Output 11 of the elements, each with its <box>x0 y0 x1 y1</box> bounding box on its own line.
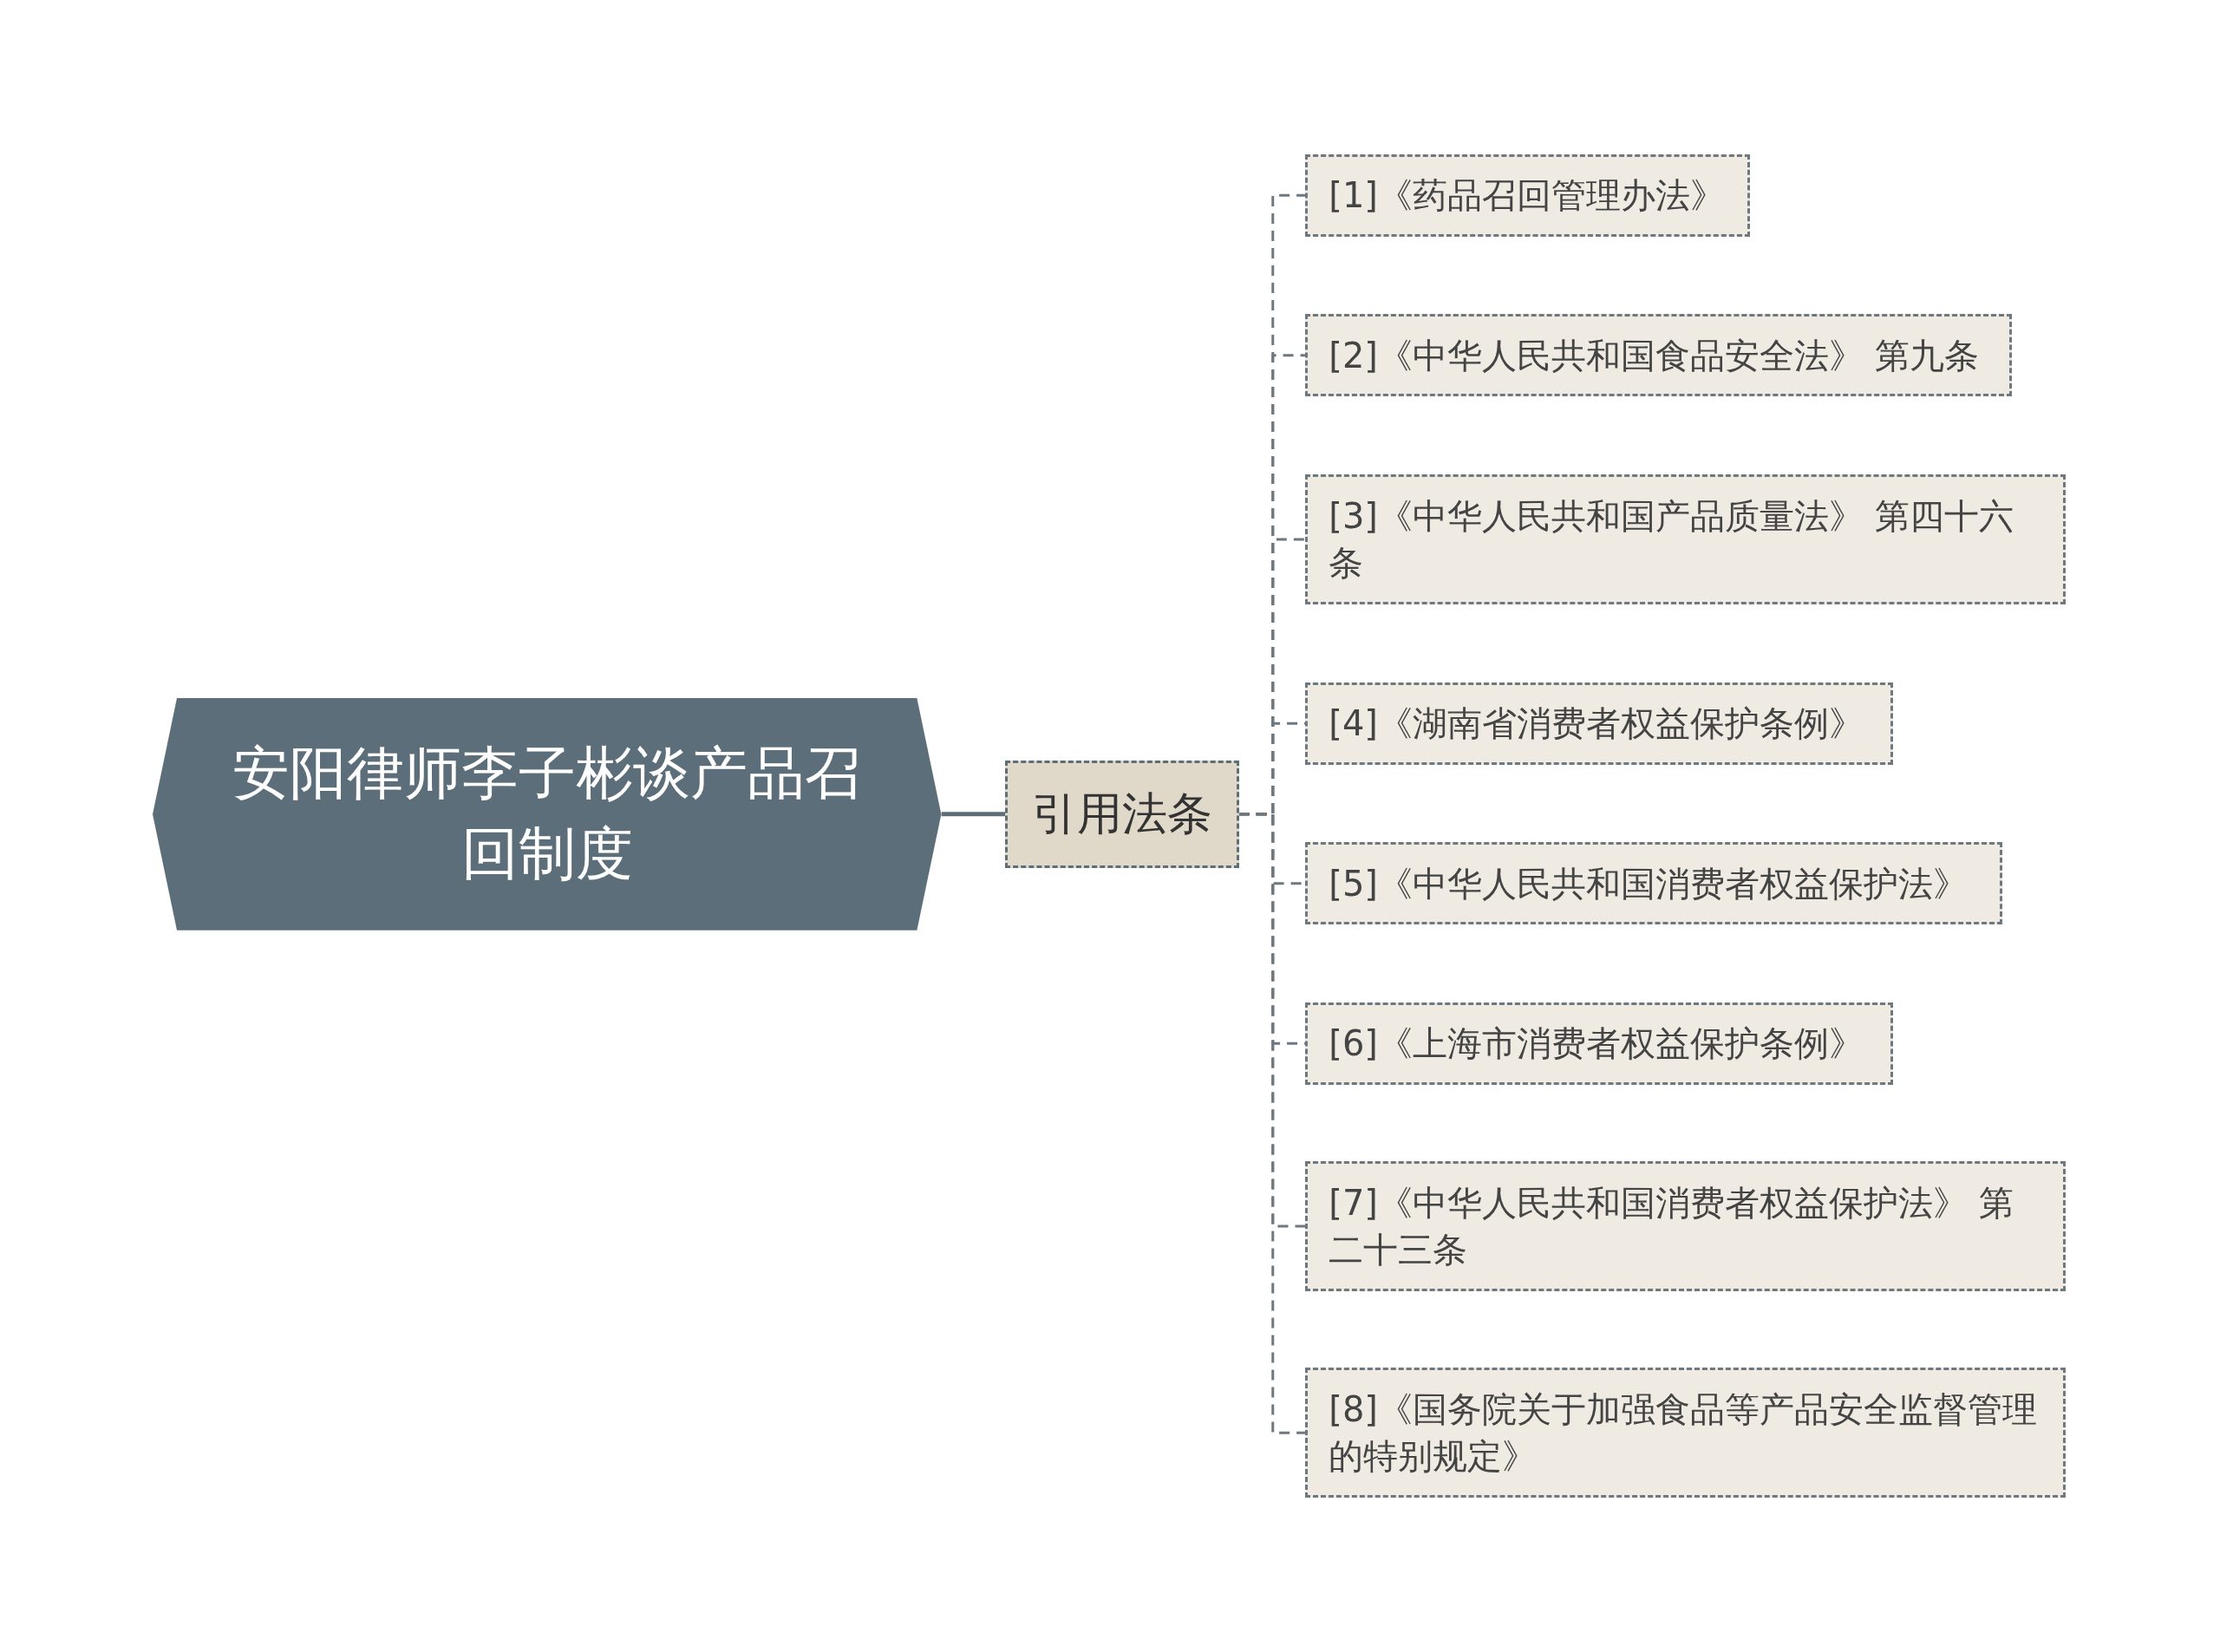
leaf-box: [3]《中华人民共和国产品质量法》 第四十六条 <box>1305 473 2067 605</box>
branch-box: 引用法条 <box>1005 760 1239 868</box>
connector-line <box>941 812 1008 817</box>
leaf-box: [8]《国务院关于加强食品等产品安全监督管理的特别规定》 <box>1305 1368 2067 1499</box>
leaf-box: [2]《中华人民共和国食品安全法》 第九条 <box>1305 314 2012 397</box>
leaf-box: [6]《上海市消费者权益保护条例》 <box>1305 1002 1893 1085</box>
leaf-box: [4]《湖南省消费者权益保护条例》 <box>1305 682 1893 765</box>
leaf-box: [1]《药品召回管理办法》 <box>1305 153 1750 237</box>
hexagon-node: 安阳律师李子彬谈产品召回制度 <box>153 697 942 930</box>
leaf-box: [7]《中华人民共和国消费者权益保护法》 第二十三条 <box>1305 1160 2067 1291</box>
leaf-box: [5]《中华人民共和国消费者权益保护法》 <box>1305 842 2002 925</box>
